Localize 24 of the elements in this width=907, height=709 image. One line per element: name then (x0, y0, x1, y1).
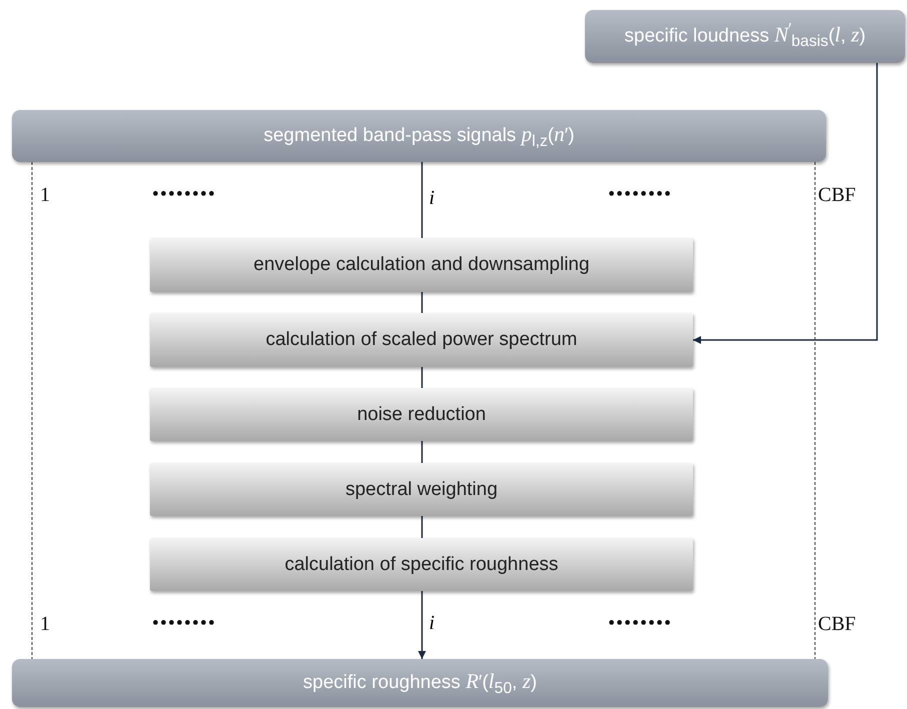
arrow (693, 63, 878, 344)
connector-line (421, 162, 423, 238)
process-box: spectral weighting (150, 463, 693, 516)
ellipsis-dots: •••••••• (152, 612, 216, 635)
connector-line (421, 516, 423, 538)
process-box: envelope calculation and downsampling (150, 238, 693, 292)
connector-line (421, 367, 423, 388)
connector-line (421, 441, 423, 463)
channel-label: 1 (40, 613, 50, 636)
connector-line (814, 162, 816, 660)
process-box: calculation of scaled power spectrum (150, 313, 693, 367)
channel-label: CBF (818, 184, 856, 207)
process-box: noise reduction (150, 388, 693, 441)
channel-label: 1 (40, 184, 50, 207)
signal-bar: segmented band-pass signals p$_{l,z}$(n′) (12, 110, 826, 162)
process-box: calculation of specific roughness (150, 538, 693, 591)
connector-line (421, 292, 423, 313)
signal-bar: specific roughness R′(l$_{50}$, z) (12, 659, 828, 707)
ellipsis-dots: •••••••• (608, 183, 672, 206)
ellipsis-dots: •••••••• (152, 183, 216, 206)
signal-bar: specific loudness N$^{′}$$_{basis}$(l, z) (585, 10, 905, 63)
arrow (418, 591, 426, 659)
ellipsis-dots: •••••••• (608, 612, 672, 635)
channel-label: CBF (818, 613, 856, 636)
